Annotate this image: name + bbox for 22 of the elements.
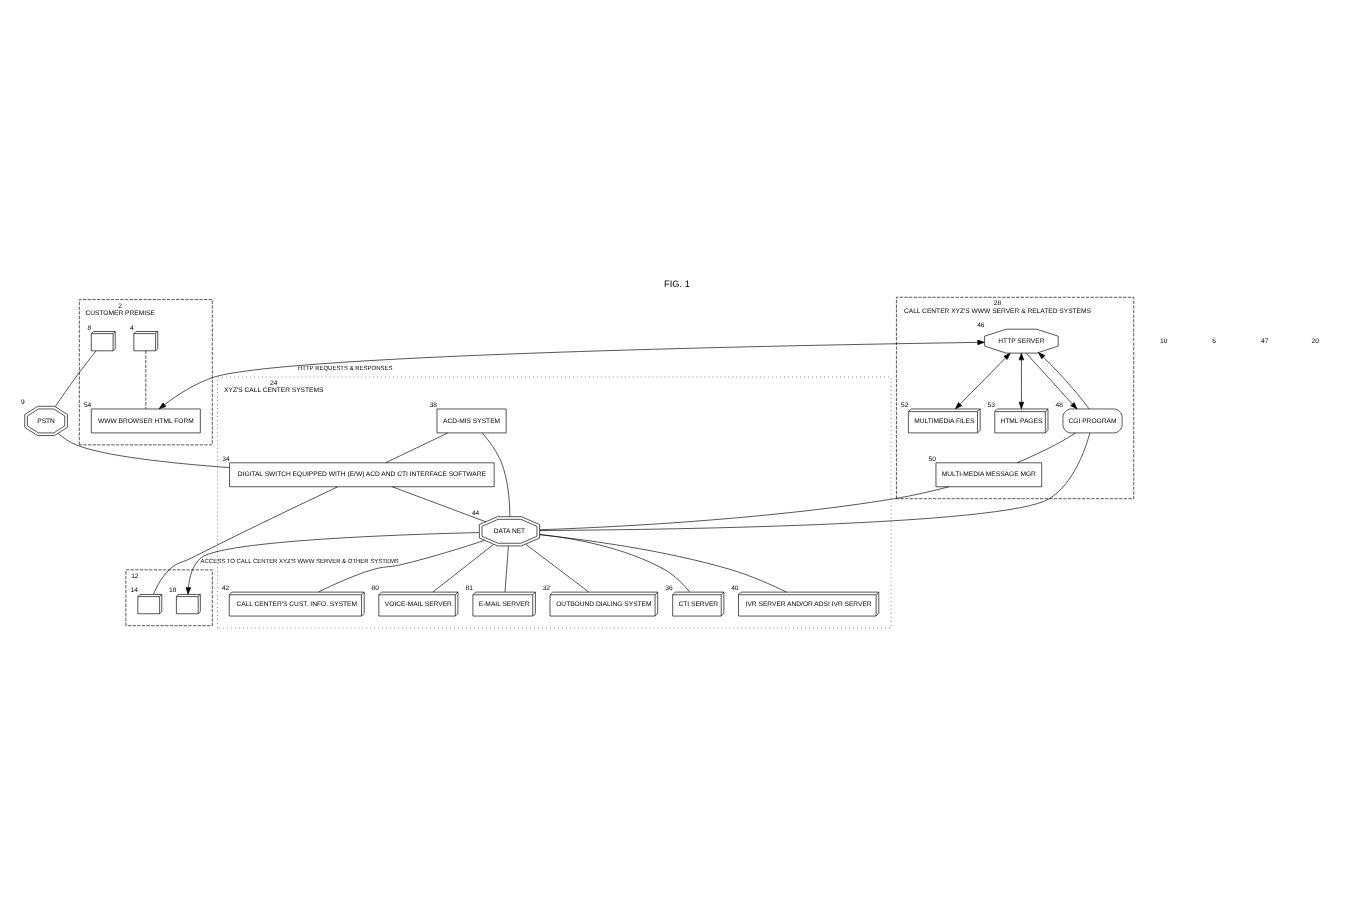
connector [482,432,511,517]
connector [504,545,509,593]
connector [539,432,1091,531]
connector [385,432,449,464]
arrow [1018,352,1025,410]
connector [539,486,950,531]
connector [539,534,787,593]
arrow [185,532,480,595]
arrow [158,339,985,410]
arrow [1038,352,1090,410]
connector [539,534,690,593]
connector [1016,432,1076,464]
connector [432,544,494,593]
connector [153,486,339,595]
connector [318,540,485,593]
connector [391,486,486,523]
connector [525,543,590,593]
connector [55,350,97,407]
cluster [125,569,213,627]
arrow [1026,353,1078,410]
connector [57,433,230,468]
arrow [955,352,1011,410]
